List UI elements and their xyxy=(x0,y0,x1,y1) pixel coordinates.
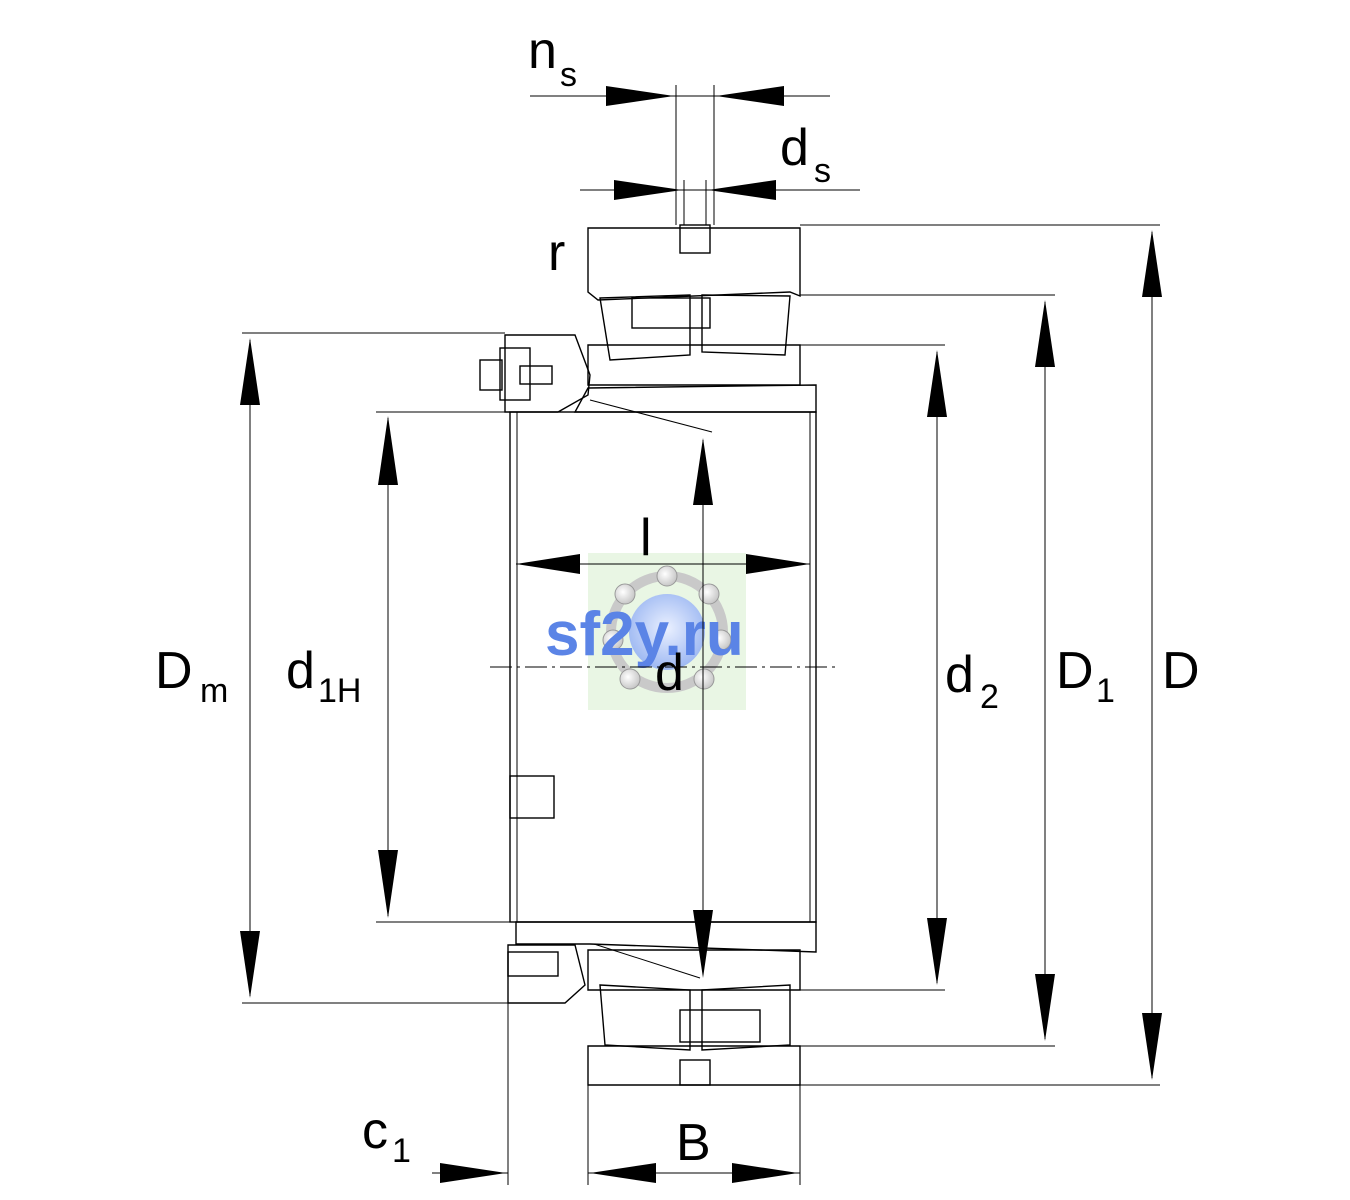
watermark-bearing-center xyxy=(629,594,705,670)
arrow-B-right xyxy=(732,1163,798,1183)
label-Dm-sub: m xyxy=(200,672,228,710)
label-d2-sub: 2 xyxy=(980,678,999,716)
outer-ring-top xyxy=(587,227,801,301)
roller-top-left xyxy=(599,294,691,361)
arrow-l-right xyxy=(746,554,810,574)
dimension-lines xyxy=(240,86,1162,1183)
lubrication-hole-top xyxy=(679,224,711,254)
label-d2: d xyxy=(945,646,974,704)
arrow-d-top xyxy=(693,438,713,505)
label-c1: c xyxy=(362,1102,388,1160)
roller-bottom-left xyxy=(599,984,691,1051)
arrow-ds-left xyxy=(614,180,682,200)
sleeve-section-top xyxy=(573,384,817,413)
inner-ring-top xyxy=(587,344,801,386)
arrow-Dm-bottom xyxy=(240,931,260,998)
watermark-ball xyxy=(698,583,720,605)
label-ds-sub: s xyxy=(814,152,831,190)
arrow-d1H-top xyxy=(378,416,398,485)
arrow-ds-right xyxy=(708,180,776,200)
watermark-ball xyxy=(602,629,624,651)
label-d1H-sub: 1H xyxy=(318,672,361,710)
label-c1-sub: 1 xyxy=(392,1132,411,1170)
bearing-upper-section xyxy=(587,224,801,386)
arrow-d-bottom xyxy=(693,910,713,978)
arrow-B-left xyxy=(590,1163,656,1183)
watermark-text: sf2y.ru xyxy=(545,600,744,669)
arrow-D-top xyxy=(1142,230,1162,297)
arrow-l-left xyxy=(516,554,580,574)
inner-ring-bottom xyxy=(587,949,801,991)
watermark-ball xyxy=(710,629,732,651)
lock-washer-tab xyxy=(479,359,503,391)
label-D1-sub: 1 xyxy=(1096,672,1115,710)
lubrication-hole-bottom xyxy=(679,1059,711,1086)
arrow-Dm-top xyxy=(240,338,260,405)
label-ns-sub: s xyxy=(560,56,577,94)
watermark-ball xyxy=(619,668,641,690)
arrow-d1H-bottom xyxy=(378,850,398,918)
label-l: l xyxy=(640,509,652,567)
label-D: D xyxy=(1162,642,1200,700)
label-ns: n xyxy=(528,22,557,80)
outer-ring-bottom xyxy=(587,1045,801,1086)
label-r: r xyxy=(548,224,565,282)
bearing-lower-section xyxy=(587,949,801,1086)
label-d: d xyxy=(655,644,684,702)
lock-nut-bottom xyxy=(507,944,586,1004)
label-Dm: D xyxy=(155,642,193,700)
label-ds: d xyxy=(780,119,809,177)
cage-bottom xyxy=(679,1009,761,1043)
arrow-d2-top xyxy=(927,350,947,417)
label-B: B xyxy=(676,1114,711,1172)
sleeve-section-bottom xyxy=(515,921,817,953)
watermark: sf2y.ru xyxy=(545,553,746,710)
extension-lines xyxy=(242,85,1160,1185)
arrow-c1 xyxy=(440,1163,506,1183)
arrow-ns-left xyxy=(606,86,674,106)
arrow-ns-right xyxy=(716,86,784,106)
watermark-ball xyxy=(693,668,715,690)
roller-top-right xyxy=(701,294,791,356)
watermark-ball xyxy=(614,583,636,605)
roller-bottom-right xyxy=(701,984,791,1051)
label-D1: D xyxy=(1056,642,1094,700)
watermark-ball xyxy=(656,565,678,587)
cage-top xyxy=(631,297,711,329)
dimension-labels: n s d s r l d D m d 1H d 2 D 1 D c 1 B xyxy=(155,22,1200,1172)
arrow-D-bottom xyxy=(1142,1013,1162,1080)
arrow-D1-bottom xyxy=(1035,974,1055,1041)
sleeve-slot xyxy=(509,775,555,819)
label-d1H: d xyxy=(286,642,315,700)
arrow-d2-bottom xyxy=(927,918,947,985)
arrow-D1-top xyxy=(1035,300,1055,367)
